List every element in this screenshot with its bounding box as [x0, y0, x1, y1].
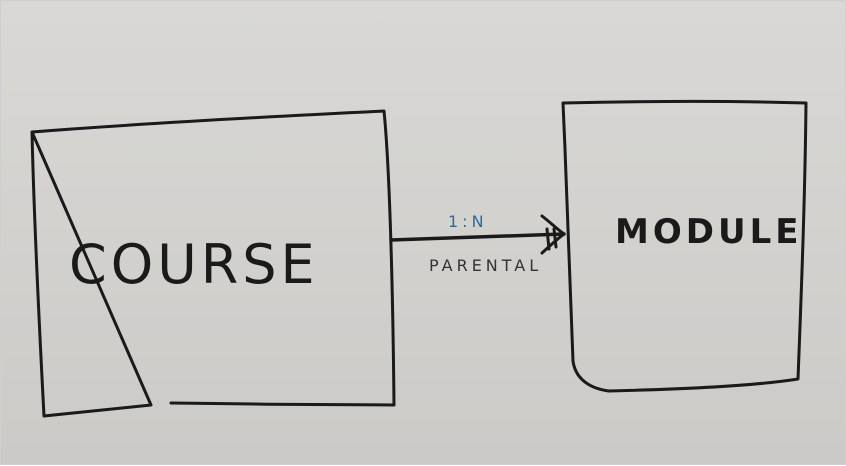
module-entity-box [561, 100, 808, 393]
course-label: COURSE [69, 233, 319, 296]
cardinality-label: 1:N [448, 212, 488, 231]
crows-foot-marker [540, 214, 566, 255]
relationship-line [389, 232, 566, 242]
relationship-type-label: PARENTAL [429, 256, 542, 275]
course-entity-box [30, 109, 396, 418]
module-label: MODULE [615, 212, 802, 252]
